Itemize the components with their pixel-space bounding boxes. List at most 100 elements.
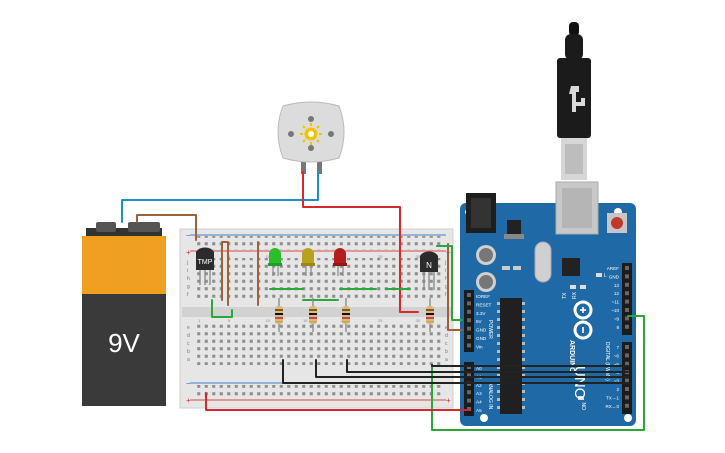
row-letter: g [445,284,448,290]
power-header-title: POWER [487,320,493,339]
column-number: 5 [228,318,231,323]
wire-red-motor-transistor [302,171,419,313]
breadboard-top-rails [196,236,442,250]
pin-label: 13 [614,283,620,288]
tmp-sensor-label: TMP [198,259,213,266]
column-number: 15 [303,318,308,323]
pin-label: GND [476,336,487,341]
column-number: 10 [266,318,271,323]
wire-black-3 [346,359,629,373]
row-letter: a [445,357,448,363]
n-transistor: N [420,251,438,290]
pin-label: RESET [476,302,492,307]
column-number: 25 [378,318,383,323]
atmega-chip [500,298,522,414]
resistor [426,298,434,332]
row-letter: h [187,276,190,282]
rail-plus-top: + [186,248,191,257]
column-number: 25 [378,254,383,259]
pin-label: 8 [616,325,619,330]
pin-label: ~5 [614,362,620,367]
rail-plus-bottom: + [186,396,191,405]
led-yellow [301,248,315,276]
pin-label: GND [609,274,620,279]
wire-brown-5v [447,243,463,331]
row-letter: c [445,341,448,347]
row-letter: f [187,292,189,298]
pin-label: A5 [476,408,482,413]
pin-label: 3.3V [476,311,486,316]
pin-label: AREF [607,266,619,271]
pin-label: IOREF [476,294,490,299]
pin-label: A3 [476,391,482,396]
pin-label: ~9 [614,316,620,321]
rail-minus-bottom: − [186,379,191,388]
pin-label: 5V [476,319,483,324]
row-letter: d [187,333,190,339]
pin-label: ~10 [611,308,619,313]
row-letter: g [187,284,190,290]
pin-label: ~3 [614,379,620,384]
motor-sun-icon [300,123,322,145]
row-letter: d [445,333,448,339]
led-red [333,248,347,276]
analog-header-title: ANALOG IN [487,382,493,410]
row-letter: e [445,325,448,331]
wire-red-a5 [205,392,471,411]
pin-label: TX→1 [606,395,619,400]
row-letter: i [445,268,446,274]
row-letter: a [187,357,190,363]
breadboard-upper-terminals [196,258,442,300]
analog-header [464,362,474,416]
row-letter: j [186,260,188,266]
wire-brown-rail [221,241,229,306]
l-led-label: L [604,273,607,279]
rail-minus-top: − [186,231,191,240]
wire-green-gnd [436,245,463,321]
wire-black-4 [431,364,629,367]
row-letter: i [187,268,188,274]
led-green [268,248,282,276]
row-letter: c [187,341,190,347]
pin-label: A4 [476,400,482,405]
row-letter: b [445,349,448,355]
column-number: 1 [198,318,201,323]
usb-cable [557,22,591,180]
resistor [275,298,283,332]
arduino-infinity-logo-icon [573,300,593,340]
row-letter: h [445,276,448,282]
usb-icon [569,86,585,112]
column-number: 30 [416,254,421,259]
wire-brown-battery-sensor [136,214,197,241]
wire-green-pin11 [431,315,645,431]
pin-label: 2 [616,387,619,392]
battery-label: 9V [108,328,140,358]
digital-top-pin-labels: AREF GND 13 12 ~11 ~10 ~9 8 [607,266,620,330]
pin-label: Vin [476,344,483,349]
pin-label: ~6 [614,353,620,358]
pin-label: ~11 [612,300,620,305]
breadboard-bottom-rails [196,385,442,399]
row-letter: j [444,260,446,266]
pin-label: A0 [476,366,482,371]
arduino-uno: TX RX L ON ARDUINO UNO POWER ANALOG IN D… [460,181,636,426]
wire-blue-motor-battery [121,171,319,223]
row-letter: e [187,325,190,331]
resistor [342,298,350,332]
dc-motor [277,101,345,174]
pin-label: 7 [616,345,619,350]
tmp-sensor: TMP [196,247,214,285]
rx-led-label: RX [572,291,578,299]
pin-label: RX←0 [605,404,619,409]
pin-label: 12 [614,291,620,296]
wire-black-1 [282,359,629,384]
pin-label: A2 [476,383,482,388]
tx-led-label: TX [562,292,568,299]
digital-header-title: DIGITAL (PWM~) [604,342,610,381]
arduino-brand: ARDUINO [568,340,575,373]
battery-9v: 9V [82,222,166,406]
rail-plus-bottom-right: + [446,396,451,405]
